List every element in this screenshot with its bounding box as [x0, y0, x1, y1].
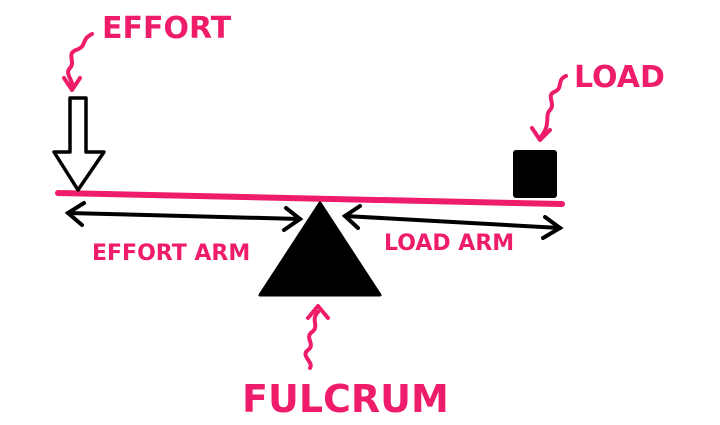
fulcrum-pointer-squiggle-icon — [303, 310, 320, 370]
load-pointer-head-icon — [530, 126, 552, 142]
fulcrum-label: FULCRUM — [242, 377, 449, 421]
effort-pointer-head-icon — [62, 76, 82, 92]
effort-pointer-squiggle-icon — [66, 32, 94, 90]
load-block-icon — [513, 150, 557, 198]
fulcrum-pointer-head-icon — [306, 304, 330, 320]
effort-arm-arrow-icon — [64, 201, 304, 232]
load-pointer-squiggle-icon — [538, 74, 568, 140]
lever-beam — [55, 190, 565, 207]
effort-label: EFFORT — [102, 11, 232, 46]
effort-arm-label: EFFORT ARM — [92, 241, 250, 266]
load-label: LOAD — [574, 60, 665, 95]
load-arm-label: LOAD ARM — [384, 231, 514, 256]
load-arm-arrow-icon — [341, 204, 564, 240]
effort-arrow-icon — [52, 96, 106, 192]
fulcrum-triangle-icon — [258, 201, 382, 297]
